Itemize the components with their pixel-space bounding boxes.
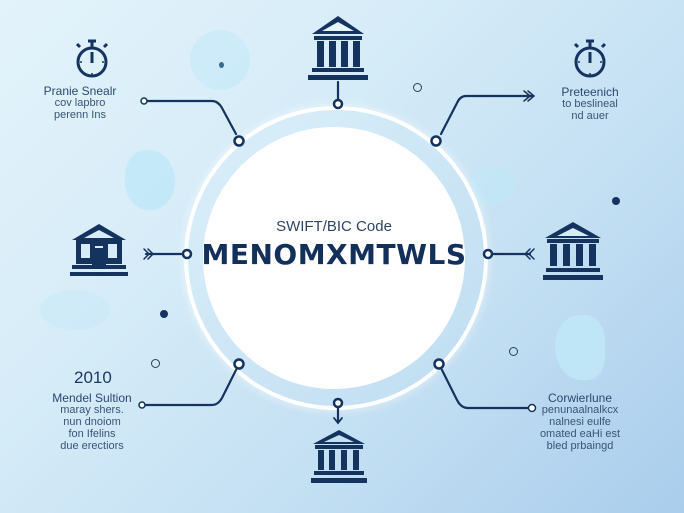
caption-top-right: Preteenich to beslineal nd auer bbox=[561, 85, 619, 122]
decorative-ring bbox=[509, 347, 518, 356]
decorative-blob bbox=[470, 165, 515, 205]
decorative-blob bbox=[125, 150, 175, 210]
decorative-blob bbox=[555, 315, 605, 380]
caption-bottom-left: Mendel Sultion maray shers. nun dnoiom f… bbox=[52, 391, 132, 452]
decorative-dot bbox=[160, 310, 168, 318]
bank-branch-icon bbox=[70, 224, 128, 276]
swift-code-value: MENOMXMTWLS bbox=[201, 238, 467, 271]
stopwatch-icon bbox=[573, 39, 607, 78]
decorative-dot bbox=[219, 62, 224, 68]
bank-icon bbox=[311, 430, 367, 483]
center-circle bbox=[203, 127, 465, 389]
bank-icon bbox=[543, 222, 603, 280]
caption-bottom-right: Corwierlune penunaalnalkcx nalnesi eulfe… bbox=[539, 391, 621, 452]
year-label: 2010 bbox=[74, 368, 112, 387]
caption-top-left: Pranie Snealr cov lapbro perenn Ins bbox=[43, 84, 117, 121]
stopwatch-icon bbox=[75, 39, 109, 78]
decorative-ring bbox=[151, 359, 160, 368]
code-label: SWIFT/BIC Code bbox=[276, 218, 392, 235]
decorative-blob bbox=[40, 290, 110, 330]
bank-icon bbox=[308, 16, 368, 80]
decorative-dot bbox=[612, 197, 620, 205]
decorative-ring bbox=[413, 83, 422, 92]
decorative-blob bbox=[190, 30, 250, 90]
